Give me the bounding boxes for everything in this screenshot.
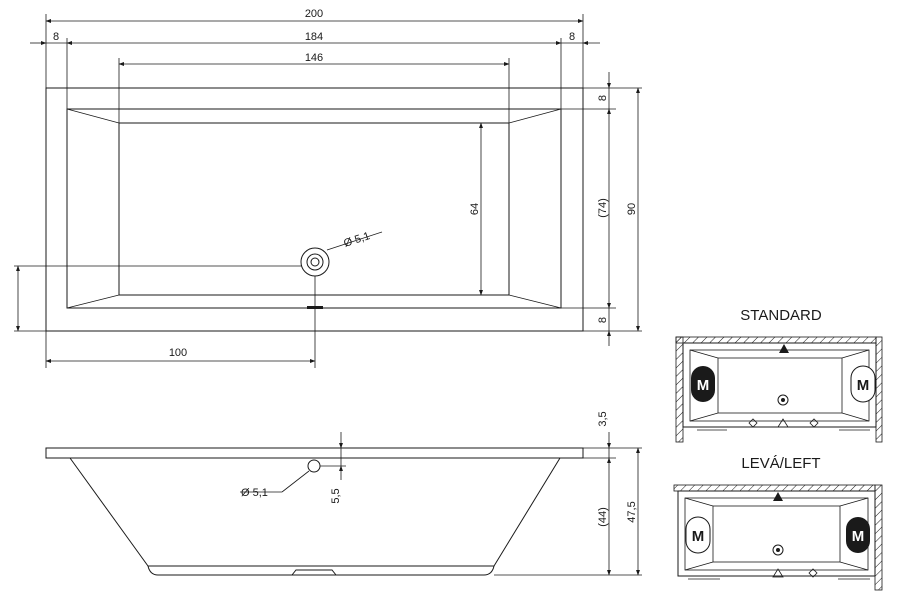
svg-text:M: M — [857, 377, 870, 394]
dim-bottom-width: 64 — [469, 203, 481, 215]
motor-icon: M — [846, 517, 870, 553]
dim-overflow-diameter: Ø 5,1 — [241, 487, 268, 499]
dim-total-height: 47,5 — [626, 501, 638, 522]
tub-outer-rim — [45, 87, 584, 332]
side-rim — [45, 447, 584, 459]
left-variant-diagram — [673, 484, 883, 591]
drain-icon — [300, 247, 330, 277]
top-view-dimensions — [14, 14, 642, 368]
side-base — [147, 565, 495, 576]
dim-overflow-offset: 5,5 — [330, 488, 342, 503]
dim-total-width: 90 — [626, 203, 638, 215]
dim-total-length: 200 — [305, 8, 323, 20]
side-body — [69, 457, 561, 567]
svg-text:M: M — [692, 528, 705, 545]
dim-top-rim: 8 — [597, 95, 609, 101]
standard-title: STANDARD — [740, 307, 822, 324]
motor-icon: M — [685, 516, 711, 554]
top-view — [14, 87, 584, 368]
svg-text:M: M — [852, 528, 865, 545]
dim-right-rim: 8 — [569, 31, 575, 43]
dim-inner-width: (74) — [597, 198, 609, 218]
dim-bottom-rim: 8 — [597, 317, 609, 323]
tub-bottom — [118, 122, 510, 296]
dim-left-rim: 8 — [53, 31, 59, 43]
dim-drain-diameter: Ø 5,1 — [342, 230, 371, 250]
dim-bottom-length: 146 — [305, 52, 323, 64]
dim-inner-length: 184 — [305, 31, 323, 43]
side-view — [45, 432, 584, 576]
dim-rim-height: 3,5 — [597, 411, 609, 426]
motor-icon: M — [850, 365, 876, 403]
left-title: LEVÁ/LEFT — [741, 455, 820, 472]
side-view-dimensions — [494, 432, 642, 576]
svg-text:M: M — [697, 377, 710, 394]
dim-drain-offset: 100 — [169, 347, 187, 359]
standard-variant-diagram — [675, 336, 883, 443]
overflow-icon — [307, 459, 321, 473]
dim-inner-depth: (44) — [597, 507, 609, 527]
motor-icon: M — [691, 366, 715, 402]
drain-outlet — [291, 569, 337, 576]
tub-inner-edge — [66, 108, 562, 309]
